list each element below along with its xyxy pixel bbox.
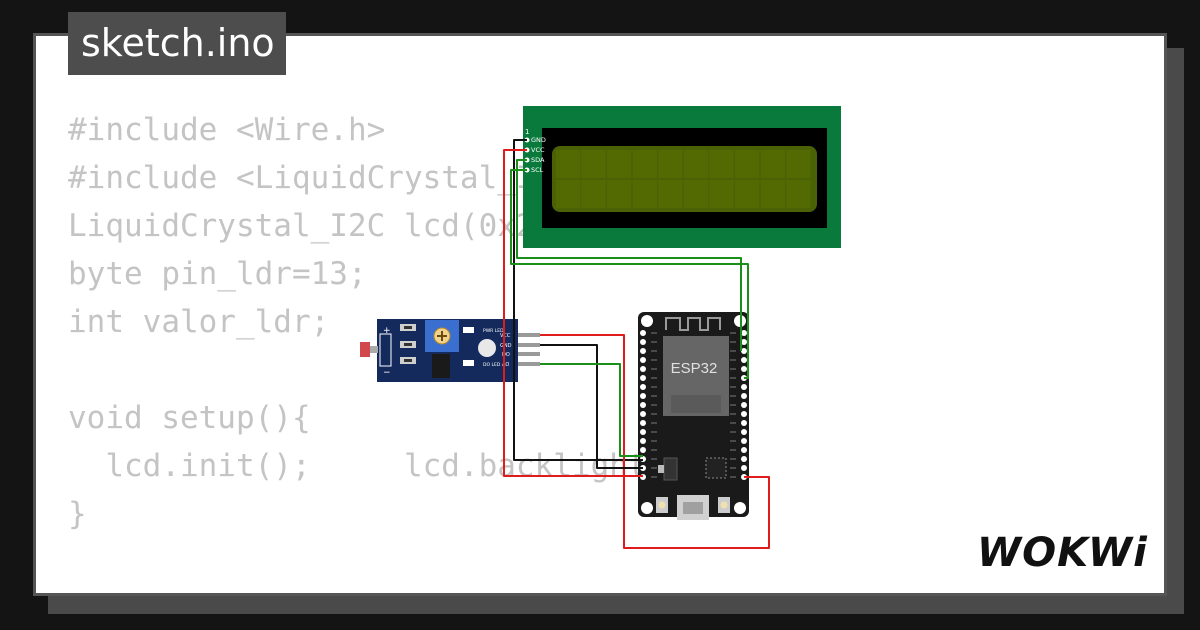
code-line: #include <Wire.h> <box>68 112 386 148</box>
esp32-pin-silkscreen <box>651 332 736 478</box>
lcd-pin-number: 1 <box>525 128 529 136</box>
code-line: lcd.init(); lcd.backlight(); <box>68 448 703 484</box>
ldr-pin-header: VCC GND DO AO <box>500 333 540 368</box>
lcd-pin-label: SDA <box>531 156 545 164</box>
usb-uart-chip <box>705 457 727 479</box>
voltage-regulator <box>663 457 678 481</box>
esp32-right-pins <box>741 330 747 480</box>
ldr-plus-mark: + <box>383 326 391 336</box>
pwr-led-label: PWR LED <box>483 328 504 334</box>
wire-red-lcd-vcc <box>503 149 643 477</box>
wire-green-lcd-scl <box>510 169 749 379</box>
code-line: void setup(){ <box>68 400 311 436</box>
file-tab[interactable]: sketch.ino <box>68 12 286 75</box>
code-line: void loop(){ <box>68 586 703 593</box>
screw-icon <box>437 331 447 341</box>
wire-green-ldr-ao <box>540 363 643 457</box>
ldr-pin-label: DO <box>502 352 510 358</box>
wire-black-lcd-gnd <box>513 139 643 461</box>
ldr-pin-label: AO <box>502 362 509 368</box>
lcd-pin-label: GND <box>531 136 546 144</box>
antenna-icon <box>665 317 721 331</box>
code-line: byte pin_ldr=13; <box>68 256 367 292</box>
lcd-pin-label: VCC <box>531 146 545 154</box>
wokwi-logo-text: WOKWi <box>977 530 1148 576</box>
wokwi-logo: WOKWi <box>977 530 1148 576</box>
ldr-pin-label: GND <box>500 343 512 349</box>
lcd-pin-label: SCL <box>531 166 544 174</box>
comparator-chip <box>432 354 450 378</box>
ldr-sensor-module[interactable]: + − PWR LED DO LED VCC GND DO AO <box>360 319 540 382</box>
wires <box>503 139 770 549</box>
ldr-minus-mark: − <box>383 368 391 378</box>
lcd-display[interactable]: 1 GND VCC SDA SCL <box>523 106 841 248</box>
wire-black-ldr-gnd <box>540 344 643 469</box>
wire-red-ldr-vcc <box>540 334 770 549</box>
esp32-chip-label: ESP32 <box>671 360 718 377</box>
esp32-board[interactable]: ESP32 <box>638 312 749 520</box>
photoresistor <box>360 342 370 357</box>
ldr-pin-label: VCC <box>500 333 511 339</box>
do-led-label: DO LED <box>483 362 501 368</box>
code-line: } <box>68 496 87 532</box>
code-line: int valor_ldr; <box>68 304 330 340</box>
wire-green-lcd-sda <box>516 159 742 351</box>
esp32-left-pins <box>640 330 646 480</box>
